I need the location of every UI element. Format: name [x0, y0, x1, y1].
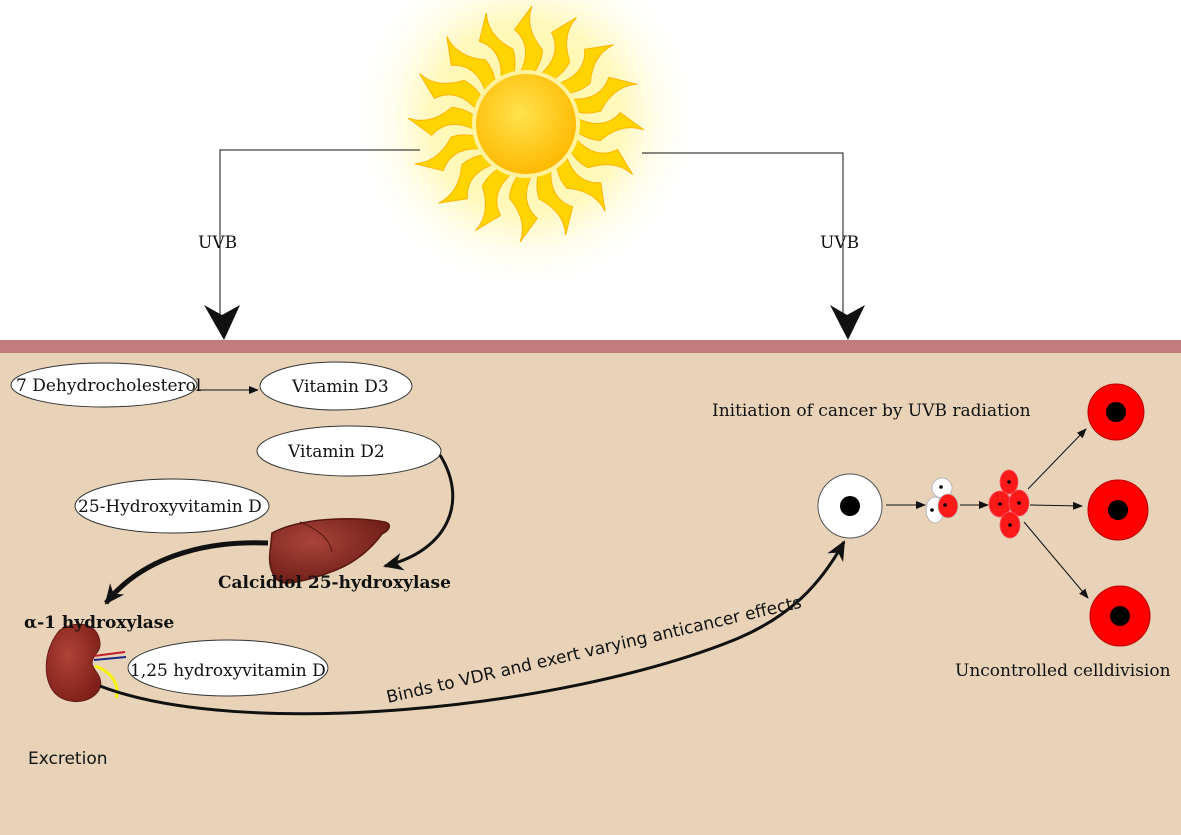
- sun-ray: [538, 16, 577, 82]
- vitamin-d2-label: Vitamin D2: [287, 442, 385, 462]
- uvb-right-arrow: [642, 152, 865, 340]
- hydroxyvitamin-125-node: 1,25 hydroxyvitamin D: [127, 639, 329, 697]
- hydroxyvitamin-125-label: 1,25 hydroxyvitamin D: [130, 661, 326, 681]
- sun-ray: [513, 5, 544, 75]
- sun-ray: [475, 166, 514, 232]
- calcidiol-label: Calcidiol 25-hydroxylase: [218, 573, 451, 593]
- cell-arrow-mid: [1029, 501, 1083, 510]
- sun-icon: [351, 0, 701, 293]
- sun-ray: [508, 173, 539, 243]
- cancer-cell-1: [1087, 383, 1145, 441]
- sun-ray: [478, 12, 516, 82]
- dehydrocholesterol-node: 7 Dehydrocholesterol: [10, 362, 201, 408]
- sun-ray: [555, 153, 606, 212]
- excretion-label: Excretion: [28, 749, 108, 769]
- vdr-binding-arrow: [99, 540, 846, 716]
- cell-arrow-up: [1027, 428, 1087, 490]
- dehydrocholesterol-label: 7 Dehydrocholesterol: [16, 376, 201, 396]
- vitamin-d3-label: Vitamin D3: [291, 377, 389, 397]
- sun-ray: [407, 106, 477, 137]
- alpha-hydroxylase-label: α-1 hydroxylase: [24, 613, 174, 633]
- sun-ray: [438, 153, 497, 204]
- vitamin-d3-node: Vitamin D3: [259, 361, 413, 411]
- cell-arrow-down: [1023, 521, 1089, 599]
- skin-surface: [0, 340, 1181, 353]
- kidney-icon: [45, 623, 127, 703]
- sun-ray: [446, 36, 497, 95]
- sun-ray: [575, 111, 645, 142]
- hydroxyvitamin-25-node: 25-Hydroxyvitamin D: [74, 478, 270, 534]
- liver-icon: [268, 518, 390, 584]
- sun-ray: [414, 134, 484, 172]
- uvb-left-arrow: [204, 149, 420, 340]
- liver-to-kidney-arrow: [104, 540, 269, 605]
- hydroxyvitamin-25-label: 25-Hydroxyvitamin D: [78, 497, 262, 517]
- tumor-cluster: [988, 469, 1030, 539]
- skin-layer: [0, 340, 1181, 835]
- vitamin-d2-to-liver-arrow: [383, 454, 455, 571]
- normal-cell: [817, 473, 883, 539]
- initiation-label: Initiation of cancer by UVB radiation: [712, 401, 1031, 421]
- vitamin-d2-node: Vitamin D2: [256, 425, 442, 477]
- uncontrolled-label: Uncontrolled celldivision: [955, 661, 1171, 681]
- sun-ray: [418, 73, 484, 112]
- cancer-cell-3: [1089, 585, 1151, 647]
- uvb-label-left: UVB: [198, 233, 237, 253]
- sun-ray: [536, 166, 574, 236]
- dividing-cell: [925, 477, 959, 524]
- sun-ray: [568, 76, 638, 114]
- sun-ray: [568, 136, 634, 175]
- sun-ray: [555, 44, 614, 95]
- cancer-cell-2: [1087, 479, 1149, 541]
- uvb-label-right: UVB: [820, 233, 859, 253]
